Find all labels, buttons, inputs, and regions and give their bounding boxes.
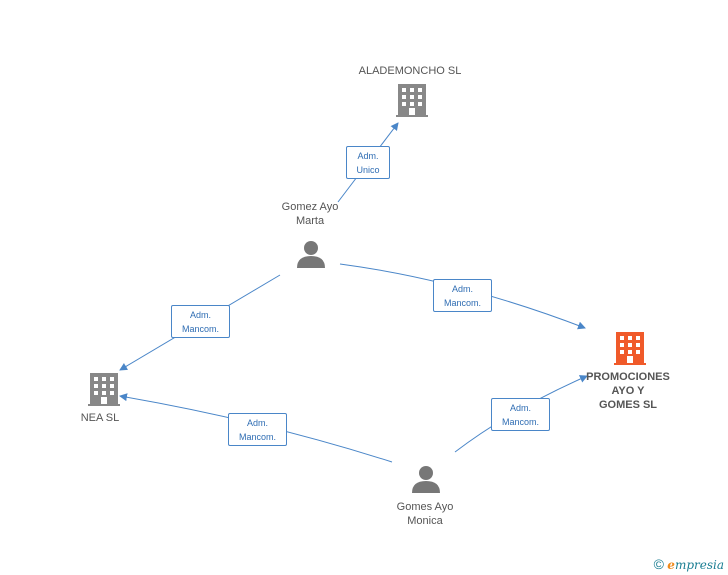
edge-label-marta-nea[interactable]: Adm. Mancom. [171,305,230,338]
node-label-text: NEA SL [80,412,120,424]
edge-label-line: Unico [356,165,380,175]
person-icon[interactable] [297,241,325,268]
edge-label-line: Adm. [357,151,379,161]
edge-label-line: Mancom. [501,417,539,427]
edge-label-line: Mancom. [443,298,481,308]
node-label-line: GOMES SL [598,399,658,411]
brand-logo[interactable]: © empresia [654,556,724,572]
node-label-monica: Gomes Ayo Monica [375,500,475,528]
edge-label-line: Adm. [246,418,268,428]
person-icon[interactable] [412,466,440,493]
edge-label-marta-promociones[interactable]: Adm. Mancom. [433,279,492,312]
node-label-line: Gomez Ayo [281,201,339,213]
edge-label-line: Mancom. [181,324,219,334]
brand-initial: e [667,558,675,572]
edge-label-monica-nea[interactable]: Adm. Mancom. [228,413,287,446]
brand-name: mpresia [674,558,724,572]
node-label-alademoncho: ALADEMONCHO SL [355,64,465,78]
node-label-promociones: PROMOCIONES AYO Y GOMES SL [578,370,678,412]
edge-label-line: Adm. [509,403,531,413]
edge-label-line: Mancom. [238,432,276,442]
building-icon[interactable] [396,84,428,117]
node-label-line: PROMOCIONES [586,371,670,383]
node-label-marta: Gomez Ayo Marta [260,200,360,228]
building-icon-highlight[interactable] [614,332,646,365]
node-label-nea: NEA SL [60,411,140,425]
building-icon[interactable] [88,373,120,406]
edge-label-line: Adm. [189,310,211,320]
node-label-line: Marta [295,215,325,227]
edge-label-line: Adm. [451,284,473,294]
edge-label-marta-alademoncho[interactable]: Adm. Unico [346,146,390,179]
node-label-text: ALADEMONCHO SL [358,65,462,77]
node-label-line: AYO Y [611,385,645,397]
edge-label-monica-promociones[interactable]: Adm. Mancom. [491,398,550,431]
node-label-line: Monica [407,515,443,527]
node-label-line: Gomes Ayo [396,501,454,513]
copyright-icon: © [653,556,664,572]
